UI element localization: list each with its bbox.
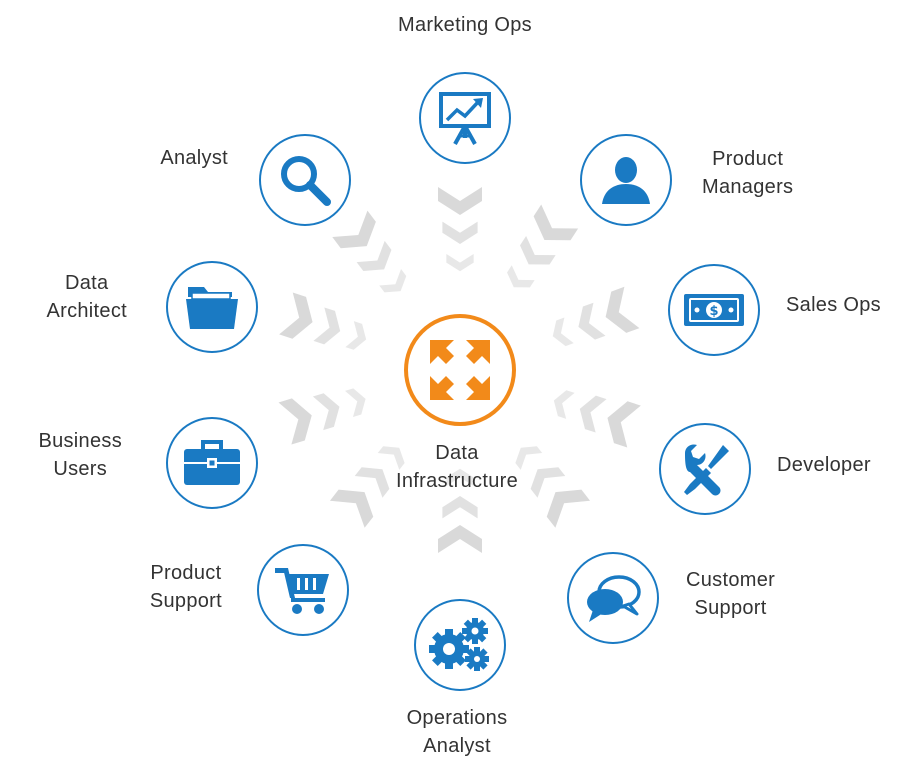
analyst-label-line1: Analyst: [160, 147, 228, 169]
chevron-arrow: [552, 317, 574, 347]
customer-support-node: [567, 552, 659, 644]
sales-ops-label: Sales Ops: [786, 291, 881, 319]
marketing-ops-node: [419, 72, 511, 164]
magnifier-icon: [281, 156, 331, 206]
business-users-label: Business Users: [38, 427, 122, 483]
chevron-arrow: [530, 467, 566, 498]
svg-text:$: $: [709, 304, 718, 319]
chevron-arrow: [446, 253, 474, 272]
developer-label-line1: Developer: [777, 454, 871, 476]
folder-icon: [186, 287, 238, 329]
product-support-node: [257, 544, 349, 636]
chevron-arrow: [578, 302, 606, 340]
business-users-node: [166, 417, 258, 509]
customer-support-label-line2: Support: [694, 597, 767, 619]
business-users-label-line1: Business: [38, 430, 122, 452]
operations-analyst-label-line2: Analyst: [423, 735, 491, 757]
data-architect-node: [166, 261, 258, 353]
chevron-arrow: [438, 525, 482, 553]
chevron-arrow: [553, 390, 575, 419]
business-users-label-line2: Users: [53, 458, 108, 480]
developer-label: Developer: [777, 451, 871, 479]
product-managers-node: [580, 134, 672, 226]
product-managers-label-line2: Managers: [702, 176, 794, 198]
expand-arrows-icon: [430, 340, 490, 400]
chat-bubbles-icon: [587, 575, 641, 622]
shopping-cart-icon: [275, 568, 329, 614]
chevron-arrow: [507, 265, 535, 288]
tools-icon: [684, 444, 729, 496]
center-label: Data Infrastructure: [396, 439, 518, 495]
product-managers-label-line1: Product: [712, 148, 784, 170]
product-managers-label: Product Managers: [702, 145, 793, 201]
chevron-arrow: [515, 446, 543, 470]
marketing-ops-label-line1: Marketing Ops: [398, 14, 532, 36]
briefcase-icon: [184, 440, 240, 485]
gears-icon: [429, 618, 489, 671]
dollar-bill-icon: $: [684, 294, 744, 326]
chevron-arrow: [546, 489, 591, 528]
analyst-node: [259, 134, 351, 226]
data-architect-label-line2: Architect: [46, 300, 127, 322]
product-support-label-line2: Support: [149, 590, 222, 612]
center-label-line2: Infrastructure: [395, 470, 519, 492]
chevron-arrow: [377, 446, 405, 470]
person-icon: [602, 157, 650, 204]
customer-support-label: Customer Support: [686, 566, 775, 622]
chevron-arrow: [607, 401, 641, 448]
chevron-arrow: [442, 221, 478, 245]
chevron-arrow: [579, 395, 607, 433]
marketing-ops-label: Marketing Ops: [398, 11, 532, 39]
chevron-arrow: [332, 210, 376, 249]
analyst-label: Analyst: [160, 144, 228, 172]
chevron-arrow: [520, 235, 556, 265]
chevron-arrow: [278, 398, 312, 445]
chevron-arrow: [356, 240, 392, 272]
operations-analyst-node: [414, 599, 506, 691]
data-architect-label: Data Architect: [46, 269, 127, 325]
chevron-arrow: [354, 467, 390, 498]
center-label-line1: Data: [435, 442, 479, 464]
sales-ops-node: $: [668, 264, 760, 356]
chevron-arrow: [379, 269, 407, 293]
chevron-arrow: [438, 187, 482, 215]
developer-node: [659, 423, 751, 515]
chevron-arrow: [605, 286, 640, 333]
customer-support-label-line1: Customer: [686, 569, 776, 591]
operations-analyst-label-line1: Operations: [406, 707, 508, 729]
data-architect-label-line1: Data: [65, 272, 109, 294]
sales-ops-label-line1: Sales Ops: [786, 294, 881, 316]
operations-analyst-label: Operations Analyst: [407, 704, 508, 760]
chevron-arrow: [313, 307, 341, 345]
chevron-arrow: [533, 204, 579, 241]
product-support-label: Product Support: [150, 559, 222, 615]
chevron-arrow: [329, 489, 374, 528]
chevron-arrow: [279, 292, 313, 339]
chevron-arrow: [345, 388, 366, 418]
presentation-chart-icon: [439, 92, 491, 145]
chevron-arrow: [312, 393, 340, 431]
product-support-label-line1: Product: [150, 562, 222, 584]
data-infrastructure-node: [404, 314, 516, 426]
chevron-arrow: [442, 495, 478, 519]
chevron-arrow: [345, 321, 367, 350]
